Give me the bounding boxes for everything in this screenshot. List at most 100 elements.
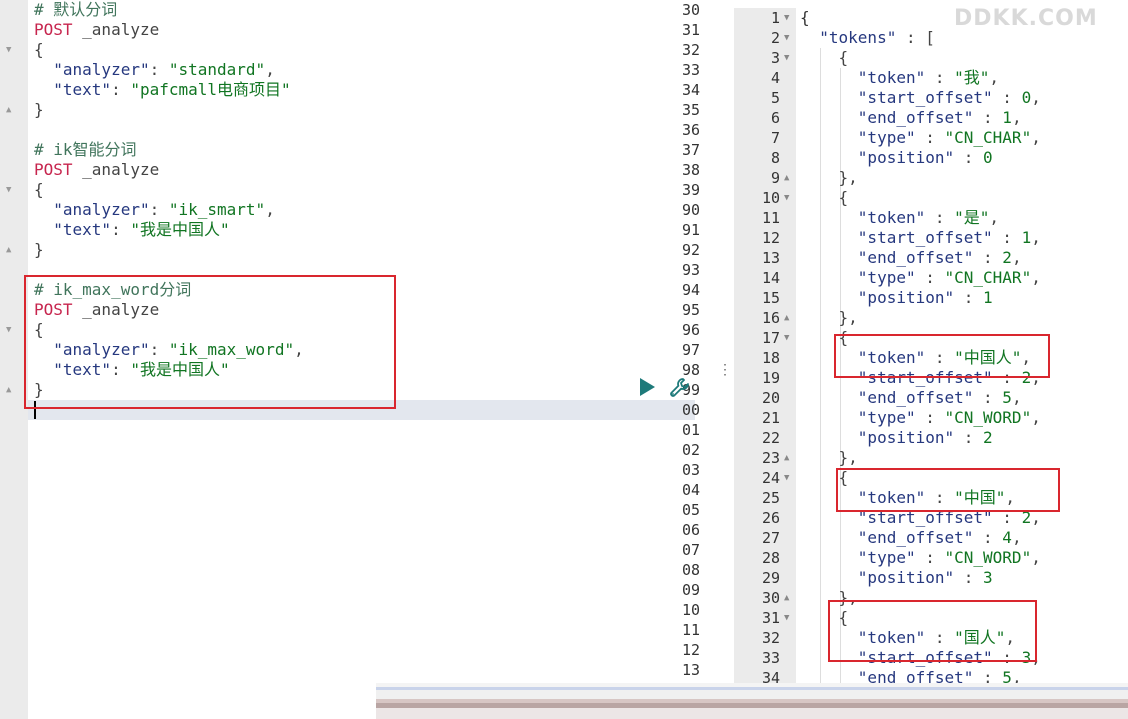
code-token: 3 [983, 568, 993, 587]
code-line[interactable]: { [800, 328, 849, 348]
code-line[interactable]: } [34, 240, 44, 260]
code-line[interactable]: "analyzer": "standard", [34, 60, 275, 80]
fold-toggle-icon[interactable]: ▼ [6, 325, 12, 335]
code-token: : [111, 80, 131, 99]
fold-toggle-icon[interactable]: ▲ [6, 245, 12, 255]
code-token: } [34, 240, 44, 259]
code-line[interactable]: # 默认分词 [34, 0, 117, 20]
code-token [800, 548, 858, 567]
code-line[interactable]: "end_offset" : 5, [800, 388, 1022, 408]
code-token: _analyze [72, 300, 160, 319]
code-token: "start_offset" [857, 648, 993, 667]
code-line[interactable]: "type" : "CN_CHAR", [800, 128, 1041, 148]
fold-toggle-icon[interactable]: ▼ [6, 45, 12, 55]
response-viewer[interactable]: 1▼{2▼ "tokens" : [3▼ {4 "token" : "我",5 … [734, 8, 1128, 719]
line-number: 11 [761, 209, 780, 227]
code-line[interactable]: "type" : "CN_WORD", [800, 408, 1041, 428]
code-line[interactable]: "type" : "CN_WORD", [800, 548, 1041, 568]
code-token: , [1031, 228, 1041, 247]
code-token: }, [800, 448, 858, 467]
code-line[interactable]: # ik_max_word分词 [34, 280, 191, 300]
code-token: "start_offset" [857, 508, 993, 527]
code-token: 2 [1021, 508, 1032, 527]
fold-toggle-icon[interactable]: ▲ [784, 453, 790, 463]
request-settings-button[interactable] [668, 376, 692, 400]
fold-toggle-icon[interactable]: ▼ [784, 193, 790, 203]
code-line[interactable]: "token" : "中国人", [800, 348, 1031, 368]
code-token: }, [800, 168, 858, 187]
fold-toggle-icon[interactable]: ▼ [784, 613, 790, 623]
code-line[interactable]: }, [800, 588, 858, 608]
code-line[interactable]: "start_offset" : 0, [800, 88, 1041, 108]
fold-toggle-icon[interactable]: ▼ [784, 13, 790, 23]
code-line[interactable]: "text": "我是中国人" [34, 220, 229, 240]
code-line[interactable]: "position" : 0 [800, 148, 993, 168]
code-line[interactable]: }, [800, 168, 858, 188]
code-line[interactable]: "type" : "CN_CHAR", [800, 268, 1041, 288]
code-line[interactable]: { [800, 8, 810, 28]
code-token: : [111, 220, 131, 239]
code-line[interactable]: { [800, 48, 849, 68]
code-token: "start_offset" [857, 228, 993, 247]
line-number: 2 [770, 29, 780, 47]
code-token [34, 80, 53, 99]
fold-toggle-icon[interactable]: ▲ [784, 593, 790, 603]
code-line[interactable]: { [34, 40, 44, 60]
code-line[interactable]: } [34, 100, 44, 120]
code-line[interactable]: "analyzer": "ik_smart", [34, 200, 275, 220]
fold-toggle-icon[interactable]: ▲ [6, 385, 12, 395]
code-line[interactable]: "end_offset" : 5, [800, 668, 1022, 688]
code-line[interactable]: "token" : "是", [800, 208, 999, 228]
code-token: }, [800, 588, 858, 607]
code-line[interactable]: "position" : 2 [800, 428, 993, 448]
fold-toggle-icon[interactable]: ▼ [784, 473, 790, 483]
code-line[interactable]: { [34, 180, 44, 200]
code-line[interactable]: POST _analyze [34, 300, 159, 320]
fold-toggle-icon[interactable]: ▲ [784, 173, 790, 183]
code-line[interactable]: "tokens" : [ [800, 28, 935, 48]
code-line[interactable]: "end_offset" : 2, [800, 248, 1022, 268]
code-line[interactable]: }, [800, 308, 858, 328]
code-line[interactable]: POST _analyze [34, 160, 159, 180]
code-line[interactable]: "end_offset" : 4, [800, 528, 1022, 548]
fold-toggle-icon[interactable]: ▼ [784, 33, 790, 43]
splitter-drag-handle[interactable]: ⋮ [718, 362, 732, 378]
fold-toggle-icon[interactable]: ▼ [784, 53, 790, 63]
code-line[interactable]: "position" : 3 [800, 568, 993, 588]
code-line[interactable]: }, [800, 448, 858, 468]
code-line[interactable]: { [34, 320, 44, 340]
code-line[interactable]: { [800, 188, 849, 208]
code-line[interactable]: "text": "我是中国人" [34, 360, 229, 380]
code-token: "中国" [954, 488, 1006, 507]
ik-max-word-request-highlight-box [24, 275, 396, 409]
indent-guide [820, 48, 821, 719]
run-request-button[interactable] [636, 376, 658, 398]
code-line[interactable]: { [800, 468, 849, 488]
line-number: 20 [761, 389, 780, 407]
code-line[interactable]: POST _analyze [34, 20, 159, 40]
code-line[interactable]: } [34, 380, 44, 400]
code-token: 4 [1002, 528, 1012, 547]
line-number: 38 [681, 161, 700, 179]
fold-toggle-icon[interactable]: ▲ [6, 105, 12, 115]
token-highlight-box [836, 468, 1060, 512]
code-token: "token" [857, 68, 926, 87]
code-line[interactable]: "token" : "我", [800, 68, 999, 88]
line-number: 7 [770, 129, 780, 147]
code-line[interactable]: "position" : 1 [800, 288, 993, 308]
code-line[interactable]: "analyzer": "ik_max_word", [34, 340, 303, 360]
code-line[interactable]: { [800, 608, 849, 628]
panel-splitter[interactable] [716, 0, 734, 719]
fold-toggle-icon[interactable]: ▲ [784, 313, 790, 323]
code-line[interactable]: "text": "pafcmall电商项目" [34, 80, 290, 100]
fold-toggle-icon[interactable]: ▼ [6, 185, 12, 195]
code-token [34, 220, 53, 239]
fold-toggle-icon[interactable]: ▼ [784, 333, 790, 343]
code-line[interactable]: # ik智能分词 [34, 140, 137, 160]
code-line[interactable]: "token" : "中国", [800, 488, 1015, 508]
code-line[interactable]: "token" : "国人", [800, 628, 1015, 648]
code-line[interactable]: "end_offset" : 1, [800, 108, 1022, 128]
code-line[interactable]: "start_offset" : 2, [800, 508, 1041, 528]
code-line[interactable]: "start_offset" : 1, [800, 228, 1041, 248]
